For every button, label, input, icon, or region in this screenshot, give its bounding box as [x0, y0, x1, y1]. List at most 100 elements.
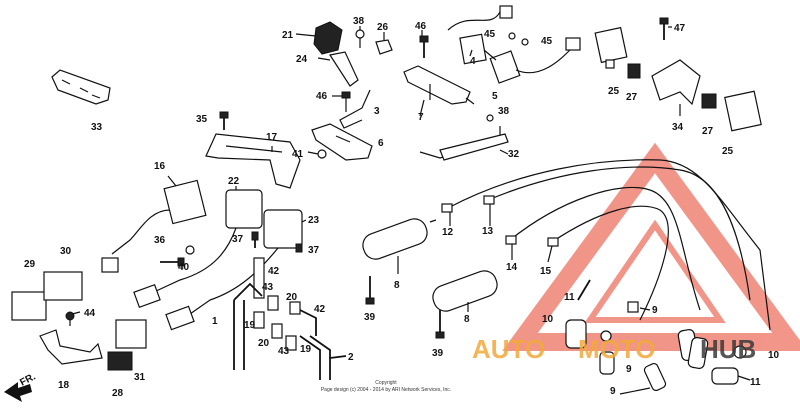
part-41-nut: [317, 149, 327, 159]
part-39-screw-a: [365, 276, 375, 305]
part-33-bracket: [51, 69, 111, 105]
part-26-clamp: [375, 39, 393, 55]
part-37-bolt-b: [295, 243, 303, 253]
callout-21: 21: [282, 30, 294, 41]
callout-28: 28: [112, 388, 124, 399]
callout-13: 13: [482, 226, 494, 237]
part-47-bolt: [659, 17, 669, 40]
callout-9: 9: [626, 364, 632, 375]
callout-46: 46: [316, 91, 328, 102]
callout-25: 25: [608, 86, 620, 97]
callout-23: 23: [308, 215, 320, 226]
callout-33: 33: [91, 122, 103, 133]
part-23-ignition-coil: [165, 209, 303, 331]
part-15-plug-lead: [547, 205, 669, 321]
callout-43: 43: [262, 282, 274, 293]
part-36-bolt: [160, 257, 185, 267]
part-27-socket-a: [627, 63, 641, 79]
part-17-bracket: [205, 133, 301, 189]
callout-27: 27: [626, 92, 638, 103]
part-6-bracket: [311, 123, 373, 161]
callout-41: 41: [292, 149, 304, 160]
part-10-seal-a: [600, 330, 612, 342]
part-35-bolt: [219, 111, 229, 130]
callout-8: 8: [464, 314, 470, 325]
part-22-ignition-coil: [133, 189, 263, 309]
watermark-word-3: HUB: [700, 334, 756, 364]
callout-16: 16: [154, 161, 166, 172]
part-9-plug-cap-b: [599, 351, 615, 375]
part-10-seal-b: [733, 345, 747, 359]
callout-7: 7: [418, 112, 424, 123]
part-21-cap: [313, 21, 343, 55]
callout-39: 39: [364, 312, 376, 323]
callout-14: 14: [506, 262, 518, 273]
callout-30: 30: [60, 246, 72, 257]
callout-38: 38: [498, 106, 510, 117]
part-20-joint-b: [271, 323, 283, 339]
callout-35: 35: [196, 114, 208, 125]
callout-25: 25: [722, 146, 734, 157]
callout-22: 22: [228, 176, 240, 187]
part-2-hose: [329, 355, 347, 359]
callout-47: 47: [674, 23, 686, 34]
fr-arrow-icon: [4, 382, 32, 402]
callout-31: 31: [134, 372, 146, 383]
callout-42: 42: [268, 266, 280, 277]
part-3-wire-hook: [339, 89, 371, 129]
callout-9: 9: [652, 305, 658, 316]
part-24-bracket: [329, 51, 359, 87]
part-16-coil-harness: [101, 179, 207, 273]
part-8-condenser-a: [362, 218, 437, 260]
part-42-hose-a: [253, 257, 265, 299]
part-29-relay: [11, 291, 47, 321]
part-40-washer: [185, 245, 195, 255]
callout-9: 9: [610, 386, 616, 397]
callout-45: 45: [484, 29, 496, 40]
callout-4: 4: [470, 56, 476, 67]
part-plug-caps-right: [677, 329, 709, 369]
callout-2: 2: [348, 352, 354, 363]
callout-42: 42: [314, 304, 326, 315]
callout-37: 37: [308, 245, 320, 256]
callout-39: 39: [432, 348, 444, 359]
part-31-relay: [115, 319, 147, 349]
callout-24: 24: [296, 54, 308, 65]
callout-12: 12: [442, 227, 454, 238]
watermark-logo: [502, 142, 800, 351]
part-34-bracket: [651, 59, 701, 106]
part-20-joint-a: [289, 301, 301, 315]
callout-10: 10: [542, 314, 554, 325]
part-9-plug-cap-a: [627, 301, 639, 313]
part-25-relay-a: [594, 26, 628, 69]
callout-32: 32: [508, 149, 520, 160]
callout-20: 20: [286, 292, 298, 303]
part-43-joint-a: [267, 295, 279, 311]
part-27-socket-b: [701, 93, 717, 109]
callout-44: 44: [84, 308, 96, 319]
callout-26: 26: [377, 22, 389, 33]
callout-40: 40: [178, 262, 190, 273]
part-37-bolt-a: [251, 231, 259, 248]
callout-46: 46: [415, 21, 427, 32]
direction-label: FR.: [18, 371, 38, 388]
callout-43: 43: [278, 346, 290, 357]
callout-3: 3: [374, 106, 380, 117]
part-1-hose: [233, 282, 263, 370]
callout-11: 11: [750, 377, 761, 388]
callout-36: 36: [154, 235, 166, 246]
part-46-bolt-b: [341, 91, 351, 112]
part-30-relay: [43, 271, 83, 301]
callout-10: 10: [768, 350, 780, 361]
part-8-condenser-b: [432, 270, 498, 312]
callout-6: 6: [378, 138, 384, 149]
part-14-plug-lead: [505, 186, 701, 311]
copyright-line-2: Page design (c) 2004 - 2014 by ARI Netwo…: [321, 387, 451, 393]
part-13-plug-lead: [483, 166, 751, 301]
callout-11: 11: [564, 292, 575, 303]
part-46-bolt-a: [419, 35, 429, 58]
callout-37: 37: [232, 234, 244, 245]
callout-27: 27: [702, 126, 714, 137]
part-28-connector: [107, 351, 133, 371]
